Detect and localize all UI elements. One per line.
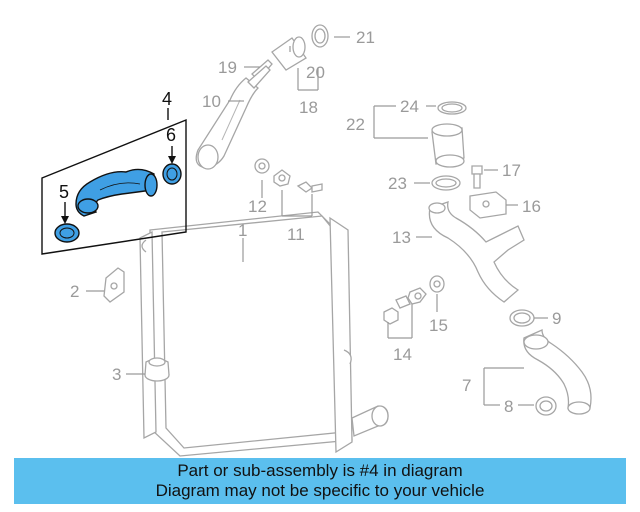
callout-5: 5 [59, 182, 69, 202]
washer-part-12 [254, 158, 270, 174]
callout-22: 22 [346, 115, 365, 134]
callout-3: 3 [112, 365, 121, 384]
assembly-4-outline [41, 118, 187, 255]
callout-18: 18 [299, 98, 318, 117]
bolt-part-14 [383, 287, 427, 325]
clamp-part-5 [54, 223, 80, 243]
grommet-part-3 [144, 357, 170, 382]
pipe-part-19 [247, 59, 273, 89]
callout-13: 13 [392, 228, 411, 247]
washer-part-15 [429, 275, 445, 293]
callout-20: 20 [306, 63, 325, 82]
callout-19: 19 [218, 58, 237, 77]
bolt-part-11 [273, 169, 323, 193]
callout-4: 4 [162, 89, 172, 109]
callout-21: 21 [356, 28, 375, 47]
callout-11: 11 [287, 225, 305, 244]
bracket-part-2 [103, 267, 125, 303]
callout-15: 15 [429, 316, 448, 335]
bracket-part-16 [469, 191, 507, 219]
callout-1: 1 [238, 221, 247, 240]
callout-10: 10 [202, 92, 221, 111]
callout-24: 24 [400, 97, 419, 116]
clamp-part-8 [535, 396, 557, 416]
sleeve-part-20 [271, 36, 307, 71]
callout-8: 8 [504, 397, 513, 416]
callout-12: 12 [248, 197, 267, 216]
leader-lines [86, 36, 548, 406]
clamp-part-23 [431, 175, 461, 191]
intercooler-outlet-pipe [351, 405, 389, 437]
callout-16: 16 [522, 197, 541, 216]
bolt-part-17 [471, 165, 483, 189]
seal-ring-part-21 [311, 24, 329, 48]
intercooler [139, 211, 353, 457]
callout-14: 14 [393, 345, 412, 364]
callout-17: 17 [502, 161, 521, 180]
callout-6: 6 [166, 125, 176, 145]
ring-part-24 [437, 101, 467, 115]
charge-pipe-part-13 [428, 201, 525, 303]
callout-9: 9 [552, 309, 561, 328]
intercooler-hose-part-4 [75, 168, 158, 217]
clamp-part-9 [509, 309, 535, 327]
callout-7: 7 [462, 376, 471, 395]
callout-2: 2 [70, 282, 79, 301]
banner-line-1: Part or sub-assembly is #4 in diagram [177, 461, 463, 480]
parts-diagram: 1 2 3 4 5 6 7 8 9 10 11 12 13 14 15 16 1… [41, 24, 592, 457]
hose-part-7 [523, 329, 592, 415]
info-banner: Part or sub-assembly is #4 in diagram Di… [14, 458, 626, 504]
banner-line-2: Diagram may not be specific to your vehi… [155, 481, 485, 500]
callout-23: 23 [388, 174, 407, 193]
sleeve-part-22 [431, 123, 465, 168]
clamp-part-6 [162, 163, 182, 185]
